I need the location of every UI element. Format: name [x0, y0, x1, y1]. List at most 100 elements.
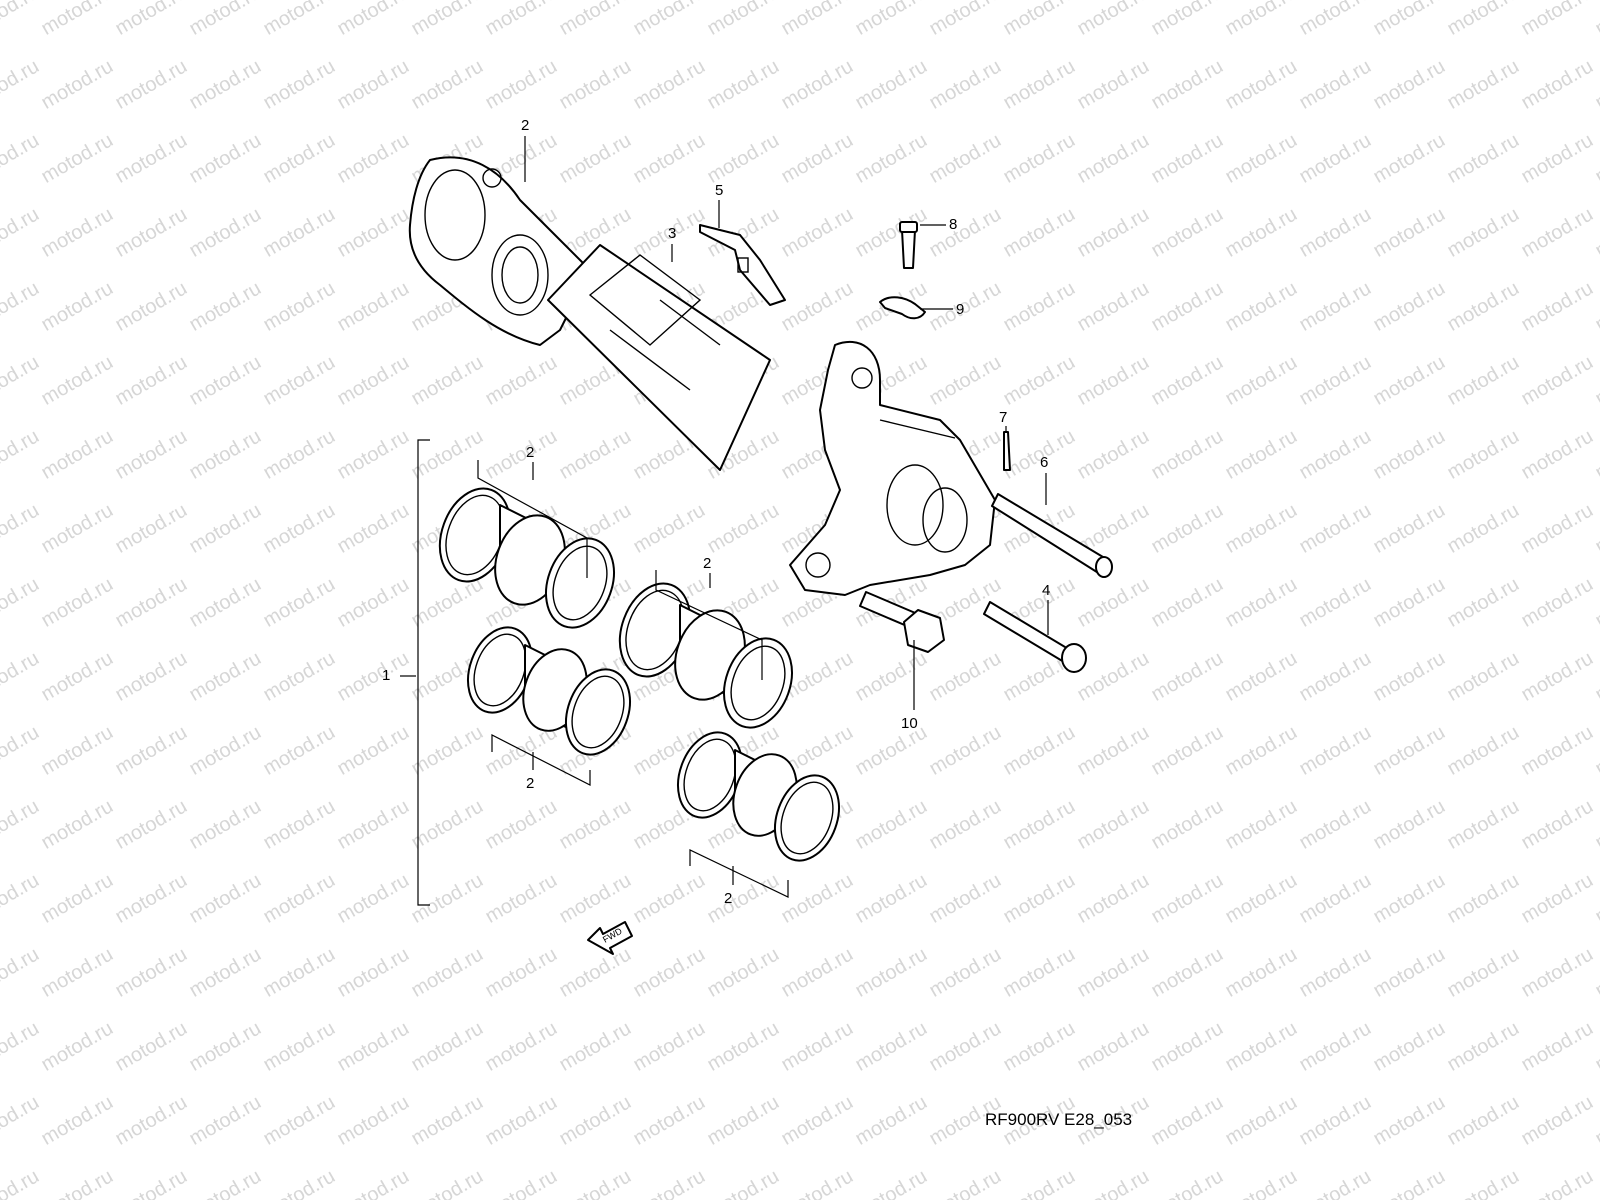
watermark-text: motod.ru [482, 0, 561, 40]
watermark-text: motod.ru [1148, 869, 1227, 928]
watermark-text: motod.ru [1370, 203, 1449, 262]
watermark-text: motod.ru [1592, 425, 1600, 484]
watermark-text: motod.ru [1222, 1091, 1301, 1150]
watermark-text: motod.ru [334, 277, 413, 336]
watermark-text: motod.ru [1370, 425, 1449, 484]
piston-set-outline [477, 460, 588, 578]
watermark-text: motod.ru [630, 869, 709, 928]
watermark-text: motod.ru [1296, 1091, 1375, 1150]
watermark-text: motod.ru [1000, 1017, 1079, 1076]
watermark-text: motod.ru [1518, 203, 1597, 262]
watermark-text: motod.ru [0, 425, 43, 484]
watermark-text: motod.ru [0, 1165, 43, 1200]
watermark-text: motod.ru [0, 0, 43, 40]
watermark-text: motod.ru [1148, 1091, 1227, 1150]
watermark-text: motod.ru [630, 55, 709, 114]
watermark-text: motod.ru [112, 277, 191, 336]
watermark-text: motod.ru [1296, 277, 1375, 336]
watermark-text: motod.ru [0, 499, 43, 558]
watermark-text: motod.ru [334, 499, 413, 558]
watermark-text: motod.ru [1518, 795, 1597, 854]
watermark-text: motod.ru [482, 425, 561, 484]
watermark-text: motod.ru [1444, 425, 1523, 484]
watermark-text: motod.ru [482, 943, 561, 1002]
watermark-text: motod.ru [1444, 573, 1523, 632]
watermark-text: motod.ru [1000, 55, 1079, 114]
watermark-text: motod.ru [1074, 721, 1153, 780]
watermark-text: motod.ru [334, 1017, 413, 1076]
watermark-text: motod.ru [1592, 795, 1600, 854]
watermark-text: motod.ru [1444, 795, 1523, 854]
watermark-text: motod.ru [1444, 203, 1523, 262]
watermark-text: motod.ru [38, 943, 117, 1002]
watermark-text: motod.ru [38, 0, 117, 40]
watermark-text: motod.ru [926, 277, 1005, 336]
watermark-text: motod.ru [186, 1165, 265, 1200]
watermark-text: motod.ru [1592, 55, 1600, 114]
watermark-text: motod.ru [260, 869, 339, 928]
watermark-text: motod.ru [334, 869, 413, 928]
watermark-text: motod.ru [852, 129, 931, 188]
watermark-text: motod.ru [1592, 721, 1600, 780]
watermark-text: motod.ru [334, 573, 413, 632]
watermark-text: motod.ru [926, 721, 1005, 780]
watermark-text: motod.ru [1222, 55, 1301, 114]
watermark-text: motod.ru [1222, 425, 1301, 484]
piston-set-outline [655, 570, 763, 680]
watermark-text: motod.ru [778, 943, 857, 1002]
watermark-text: motod.ru [852, 795, 931, 854]
watermark-text: motod.ru [1296, 351, 1375, 410]
drawing-code: RF900RV E28_053 [985, 1110, 1132, 1129]
watermark-text: motod.ru [408, 795, 487, 854]
watermark-text: motod.ru [112, 573, 191, 632]
watermark-text: motod.ru [1370, 277, 1449, 336]
watermark-text: motod.ru [1370, 647, 1449, 706]
watermark-text: motod.ru [778, 1017, 857, 1076]
watermark-text: motod.ru [1370, 795, 1449, 854]
watermark-text: motod.ru [1222, 129, 1301, 188]
watermark-text: motod.ru [1518, 129, 1597, 188]
watermark-text: motod.ru [1296, 129, 1375, 188]
watermark-text: motod.ru [186, 1091, 265, 1150]
watermark-text: motod.ru [0, 1017, 43, 1076]
watermark-text: motod.ru [186, 795, 265, 854]
watermark-text: motod.ru [0, 943, 43, 1002]
watermark-text: motod.ru [1148, 499, 1227, 558]
watermark-text: motod.ru [260, 1017, 339, 1076]
watermark-text: motod.ru [1074, 869, 1153, 928]
watermark-text: motod.ru [1222, 1017, 1301, 1076]
watermark-text: motod.ru [852, 721, 931, 780]
watermark-text: motod.ru [112, 0, 191, 40]
watermark-text: motod.ru [1222, 647, 1301, 706]
watermark-text: motod.ru [630, 129, 709, 188]
watermark-text: motod.ru [260, 0, 339, 40]
watermark-text: motod.ru [112, 869, 191, 928]
watermark-text: motod.ru [1074, 0, 1153, 40]
watermark-text: motod.ru [186, 425, 265, 484]
watermark-text: motod.ru [704, 129, 783, 188]
watermark-text: motod.ru [1370, 1017, 1449, 1076]
watermark-text: motod.ru [556, 129, 635, 188]
watermark-text: motod.ru [1592, 0, 1600, 40]
watermark-text: motod.ru [1444, 277, 1523, 336]
watermark-text: motod.ru [1296, 55, 1375, 114]
watermark-text: motod.ru [1370, 573, 1449, 632]
watermark-text: motod.ru [630, 1017, 709, 1076]
watermark-text: motod.ru [38, 55, 117, 114]
watermark-text: motod.ru [1074, 129, 1153, 188]
watermark-text: motod.ru [704, 0, 783, 40]
watermark-text: motod.ru [1592, 1091, 1600, 1150]
watermark-text: motod.ru [482, 1017, 561, 1076]
watermark-text: motod.ru [260, 647, 339, 706]
watermark-text: motod.ru [1444, 943, 1523, 1002]
watermark-text: motod.ru [112, 425, 191, 484]
watermark-text: motod.ru [260, 1165, 339, 1200]
callout-number: 2 [526, 775, 534, 792]
watermark-text: motod.ru [1148, 943, 1227, 1002]
watermark-text: motod.ru [260, 277, 339, 336]
watermark-text: motod.ru [1296, 1165, 1375, 1200]
watermark-text: motod.ru [1074, 277, 1153, 336]
watermark-text: motod.ru [1444, 129, 1523, 188]
watermark-text: motod.ru [482, 351, 561, 410]
